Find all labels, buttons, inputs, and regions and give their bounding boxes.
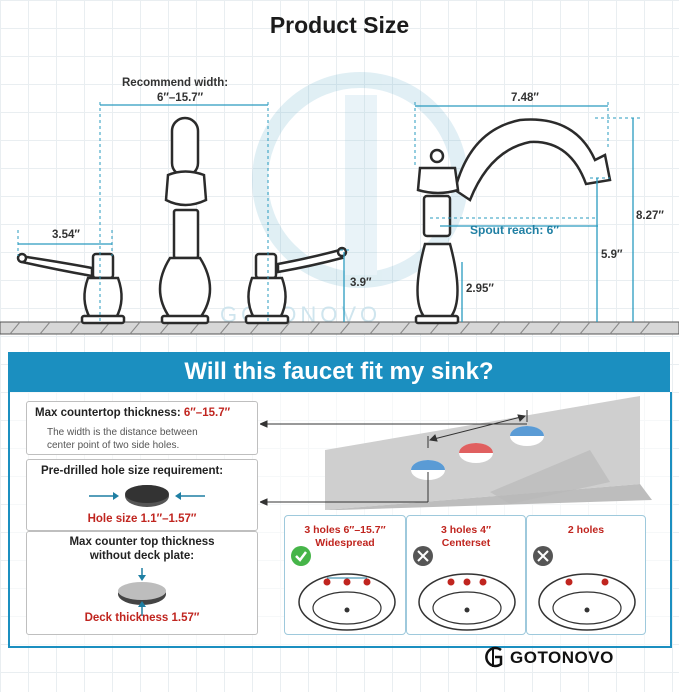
recommend-width-value: 6″–15.7″ [157,92,204,104]
faucet-dimension-drawing: GOTONOVO [0,72,679,335]
fit-question-banner: Will this faucet fit my sink? [8,352,670,392]
recommend-width-label: Recommend width: [122,77,229,89]
centerset-sink-drawing [413,546,516,631]
deck-thickness-icon [118,568,166,616]
hole-size-box: Pre-drilled hole size requirement: Hole … [26,459,258,531]
spout-height-label: 5.9″ [601,249,623,261]
dimension-guides [17,102,640,322]
handle-width-label: 3.54″ [52,229,80,241]
deck-title-line-2: without deck plate: [89,550,195,562]
two-hole-sink-drawing [533,546,636,631]
left-handle [16,252,126,325]
spout-reach-label: Spout reach: 6″ [470,223,560,237]
center-spout-front [158,116,212,325]
handle-height-label: 3.9″ [350,277,372,289]
deck-thickness-value: Deck thickness 1.57″ [84,612,200,624]
body-height-label: 2.95″ [466,283,494,295]
countertop-note-1: The width is the distance between [47,427,198,438]
sink-card-centerset: 3 holes 4″ Centerset [406,515,526,635]
widespread-sink-drawing [291,546,396,631]
deck-title-line-1: Max counter top thickness [69,536,215,548]
sink-holes-illustration [260,396,652,510]
countertop-label: Max countertop thickness: [35,407,181,419]
brand-name: GOTONOVO [510,648,614,667]
side-view-faucet [414,118,612,325]
deck-thickness-box: Max counter top thickness without deck p… [26,531,258,635]
sink-card-2-holes: 2 holes [526,515,646,635]
right-handle [244,246,348,325]
hole-icon [89,485,205,507]
sink-widespread-line-1: 3 holes 6″–15.7″ [304,524,386,536]
countertop-thickness-box: Max countertop thickness: 6″–15.7″ The w… [26,401,258,455]
sink-card-widespread: 3 holes 6″–15.7″ Widespread [284,515,406,635]
countertop [0,321,679,335]
spout-length-label: 7.48″ [511,92,539,104]
sink-centerset-line-2: Centerset [441,537,491,549]
hole-size-title: Pre-drilled hole size requirement: [41,465,224,477]
total-height-label: 8.27″ [636,210,664,222]
sink-2holes-line-1: 2 holes [567,524,605,536]
hole-size-value: Hole size 1.1″–1.57″ [87,513,197,525]
page-title: Product Size [269,12,410,38]
sink-widespread-line-2: Widespread [315,537,375,549]
brand-logo-icon [485,646,503,668]
dimension-arrows [18,104,634,322]
sink-centerset-line-1: 3 holes 4″ [441,524,491,536]
check-icon [291,546,311,566]
countertop-value: 6″–15.7″ [183,407,231,419]
countertop-note-2: center point of two side holes. [47,440,180,451]
